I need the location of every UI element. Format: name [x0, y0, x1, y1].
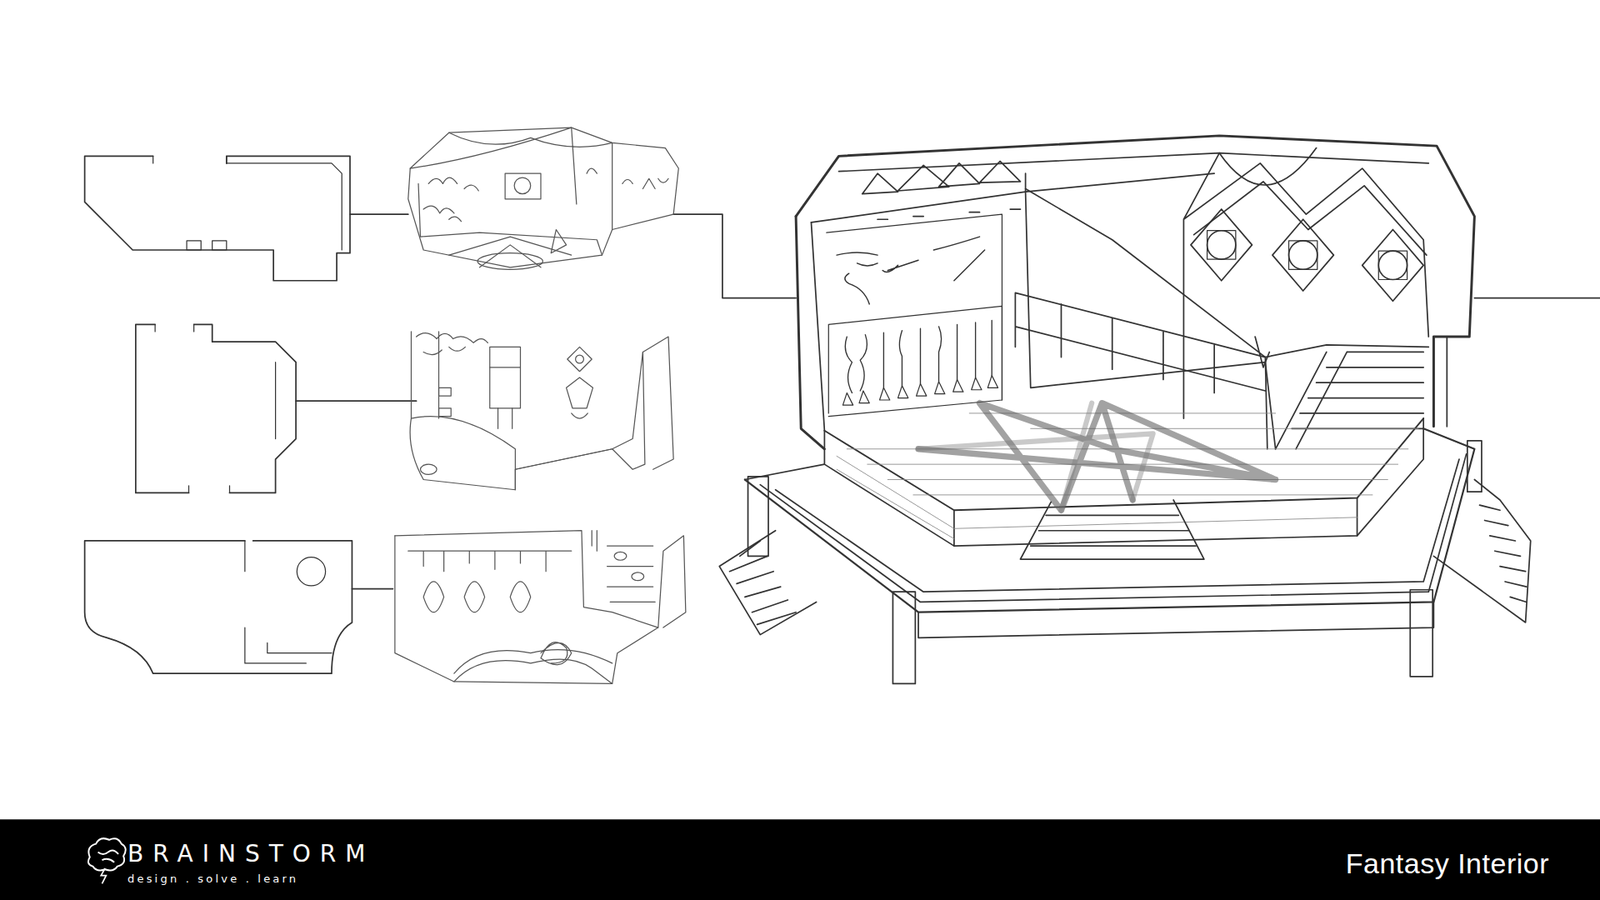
room-sketch	[395, 530, 659, 628]
room-sketch	[586, 168, 669, 189]
brain-logo	[100, 868, 106, 884]
stage-cutaway	[836, 236, 985, 305]
floor-plan	[275, 362, 276, 440]
floor-plan	[296, 557, 325, 586]
room-sketch	[607, 545, 656, 602]
stage-cutaway	[810, 222, 825, 431]
brain-logo	[88, 838, 126, 884]
room-sketch	[614, 551, 627, 560]
room-sketch	[439, 331, 644, 470]
stage-cutaway	[918, 601, 1434, 638]
room-sketch	[408, 127, 679, 268]
floor-plan	[85, 155, 350, 280]
leader-line	[295, 400, 416, 402]
stage-cutaway	[1433, 480, 1530, 623]
room-sketch	[423, 177, 479, 222]
room-sketch	[410, 127, 612, 230]
sheet-title: Fantasy Interior	[1345, 846, 1550, 881]
stage-cutaway	[918, 403, 1154, 511]
stage-cutaway	[719, 135, 1530, 685]
brain-logo	[88, 838, 126, 870]
floor-plan	[135, 324, 190, 493]
stage-cutaway	[1020, 500, 1204, 560]
stage-cutaway	[775, 459, 1460, 592]
floor-plan	[226, 163, 342, 250]
room-sketch	[416, 333, 489, 355]
stage-cutaway	[1030, 515, 1196, 546]
floor-plan	[155, 324, 230, 493]
illustration	[85, 127, 1600, 684]
room-sketch	[439, 408, 452, 417]
stage-cutaway	[719, 530, 816, 635]
stage-cutaway	[1265, 345, 1429, 450]
room-sketch	[505, 173, 541, 200]
stage-cutaway	[1025, 148, 1317, 368]
floor-plan	[153, 155, 227, 164]
room-sketch	[567, 346, 592, 371]
floor-plan	[186, 240, 201, 250]
stage-cutaway	[1025, 173, 1215, 192]
room-sketch	[410, 331, 674, 490]
room-sketch	[490, 346, 521, 408]
stage-cutaway	[826, 214, 1003, 416]
stage-cutaway	[748, 336, 1482, 684]
stage-cutaway	[745, 428, 1475, 612]
room-sketch	[454, 659, 613, 684]
stage-cutaway	[954, 498, 1358, 547]
room-sketch	[631, 572, 645, 581]
stage-cutaway	[810, 191, 1275, 450]
room-sketch	[410, 331, 674, 490]
stage-cutaway	[1190, 209, 1424, 301]
room-sketch	[410, 416, 515, 490]
stage-cutaway	[918, 403, 1276, 511]
stage-cutaway	[730, 540, 797, 625]
stage-cutaway	[845, 320, 992, 393]
room-sketch	[420, 464, 437, 475]
stage-cutaway	[836, 455, 1357, 539]
stage-cutaway	[828, 305, 1002, 414]
room-sketch	[490, 367, 521, 429]
floor-plan	[212, 240, 227, 250]
room-sketch	[575, 355, 585, 364]
room-sketch	[454, 650, 613, 675]
room-sketch	[439, 387, 452, 396]
room-sketch	[408, 550, 572, 571]
stage-cutaway	[842, 375, 998, 406]
stage-cutaway	[1207, 230, 1236, 260]
floor-plan	[194, 324, 296, 493]
stage-cutaway	[1378, 250, 1407, 280]
room-sketch	[423, 581, 531, 613]
stage-cutaway	[1289, 240, 1318, 270]
stage-cutaway	[760, 454, 1466, 603]
stage-cutaway	[862, 160, 1021, 194]
floor-plan	[245, 540, 332, 664]
floor-plan	[85, 540, 353, 674]
room-sketch	[514, 177, 531, 195]
stage-cutaway	[1207, 230, 1408, 280]
stage-cutaway	[1480, 505, 1527, 602]
brand-name: BRAINSTORM	[127, 840, 375, 869]
room-sketch	[540, 642, 572, 665]
room-sketch	[395, 530, 686, 685]
brand-tagline: design . solve . learn	[127, 872, 299, 886]
leader-line	[350, 213, 409, 215]
brain-logo	[98, 850, 119, 862]
room-sketch	[395, 535, 686, 685]
footer-bar	[0, 819, 1600, 900]
room-sketch	[408, 127, 679, 270]
floor-plan	[135, 324, 296, 493]
stage-cutaway	[745, 464, 825, 480]
leader-line	[673, 214, 796, 298]
room-sketch	[550, 230, 566, 254]
room-sketch	[591, 530, 597, 551]
floor-plan	[85, 540, 353, 674]
stage-cutaway	[795, 216, 825, 450]
room-sketch	[566, 377, 594, 419]
leader-line	[351, 588, 393, 590]
floor-plan	[85, 155, 350, 280]
room-sketch	[418, 183, 602, 255]
leader-line	[1474, 297, 1600, 300]
